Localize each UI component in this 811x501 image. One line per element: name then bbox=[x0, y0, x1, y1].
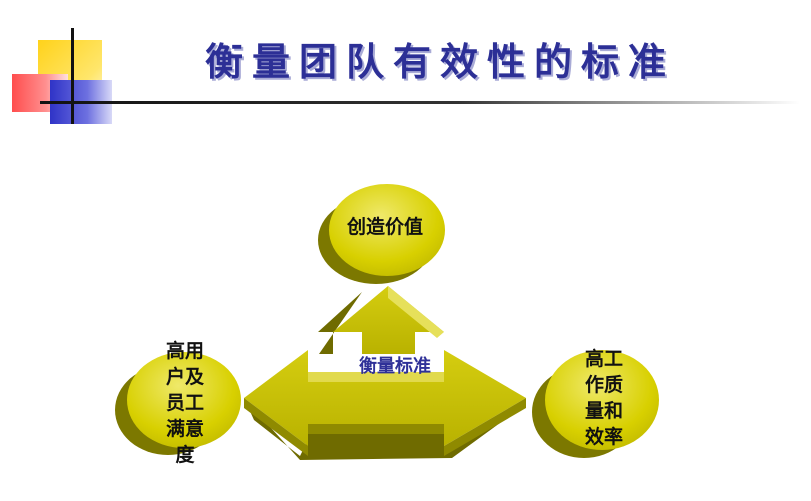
top-node-disc bbox=[318, 184, 445, 284]
corner-vertical-line bbox=[71, 28, 74, 124]
left-node-line: 户及 bbox=[165, 366, 204, 388]
right-node-line: 效率 bbox=[584, 426, 623, 448]
right-node-line: 作质 bbox=[584, 374, 623, 396]
title-underline bbox=[40, 101, 800, 104]
left-node-line: 满意 bbox=[165, 418, 204, 440]
right-node-line: 高工 bbox=[584, 348, 623, 370]
left-node-line: 高用 bbox=[165, 340, 204, 362]
right-node-label: 高工 作质 量和 效率 bbox=[574, 346, 634, 450]
center-label: 衡量标准 bbox=[359, 356, 431, 377]
right-node-disc bbox=[532, 350, 659, 458]
left-node-line: 度 bbox=[175, 444, 195, 466]
top-node-label: 创造价值 bbox=[346, 216, 423, 238]
left-node-line: 员工 bbox=[165, 392, 204, 414]
up-arrow bbox=[318, 286, 444, 354]
right-node-line: 量和 bbox=[584, 400, 623, 422]
horizontal-double-arrow bbox=[244, 350, 526, 460]
slide-title: 衡量团队有效性的标准 bbox=[204, 38, 675, 84]
left-node-disc bbox=[115, 352, 241, 455]
left-node-label: 高用 户及 员工 满意 度 bbox=[155, 338, 215, 468]
